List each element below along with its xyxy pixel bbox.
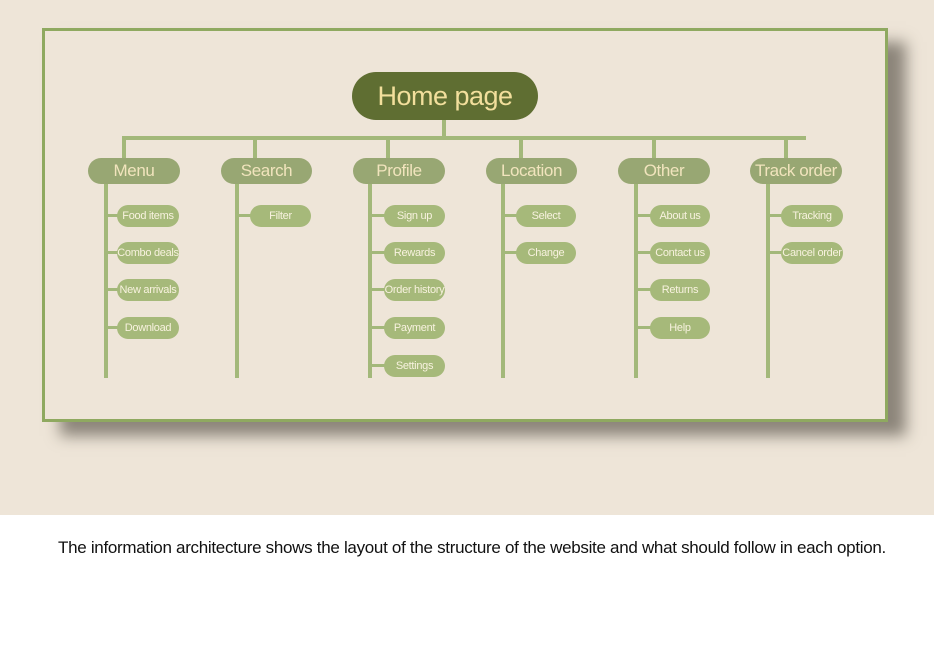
subitem-node: Settings	[384, 355, 445, 377]
branch-bus	[122, 136, 806, 140]
category-node: Profile	[353, 158, 445, 184]
category-node: Location	[486, 158, 577, 184]
category-connector	[122, 138, 126, 160]
subitem-connector	[501, 251, 518, 254]
subitem-node: Filter	[250, 205, 311, 227]
subitem-node: Help	[650, 317, 710, 339]
category-connector	[784, 138, 788, 160]
subitem-node: Food items	[117, 205, 179, 227]
subitem-connector	[235, 214, 252, 217]
subitem-connector	[368, 251, 386, 254]
category-stem	[634, 183, 638, 378]
category-node: Other	[618, 158, 710, 184]
subitem-connector	[634, 288, 652, 291]
subitem-node: Tracking	[781, 205, 843, 227]
subitem-node: Order history	[384, 279, 445, 301]
category-stem	[501, 183, 505, 378]
subitem-node: Select	[516, 205, 576, 227]
subitem-node: Payment	[384, 317, 445, 339]
subitem-node: New arrivals	[117, 279, 179, 301]
subitem-connector	[368, 214, 386, 217]
category-stem	[104, 183, 108, 378]
subitem-connector	[368, 326, 386, 329]
subitem-node: Sign up	[384, 205, 445, 227]
subitem-connector	[104, 326, 119, 329]
category-stem	[235, 183, 239, 378]
subitem-connector	[368, 364, 386, 367]
subitem-connector	[501, 214, 518, 217]
subitem-connector	[104, 251, 119, 254]
subitem-node: Change	[516, 242, 576, 264]
category-node: Search	[221, 158, 312, 184]
root-node-home-page: Home page	[352, 72, 538, 120]
diagram-caption: The information architecture shows the l…	[58, 538, 886, 557]
root-connector	[442, 119, 446, 139]
subitem-node: Download	[117, 317, 179, 339]
category-connector	[386, 138, 390, 160]
subitem-node: Combo deals	[117, 242, 179, 264]
category-node: Menu	[88, 158, 180, 184]
category-stem	[368, 183, 372, 378]
subitem-node: Returns	[650, 279, 710, 301]
category-connector	[519, 138, 523, 160]
subitem-connector	[634, 251, 652, 254]
subitem-connector	[766, 214, 783, 217]
subitem-node: Cancel order	[781, 242, 843, 264]
subitem-connector	[368, 288, 386, 291]
subitem-connector	[104, 214, 119, 217]
subitem-node: Contact us	[650, 242, 710, 264]
subitem-connector	[634, 214, 652, 217]
category-connector	[652, 138, 656, 160]
subitem-node: Rewards	[384, 242, 445, 264]
subitem-connector	[104, 288, 119, 291]
category-connector	[253, 138, 257, 160]
subitem-connector	[634, 326, 652, 329]
subitem-node: About us	[650, 205, 710, 227]
category-node: Track order	[750, 158, 842, 184]
category-stem	[766, 183, 770, 378]
subitem-connector	[766, 251, 783, 254]
